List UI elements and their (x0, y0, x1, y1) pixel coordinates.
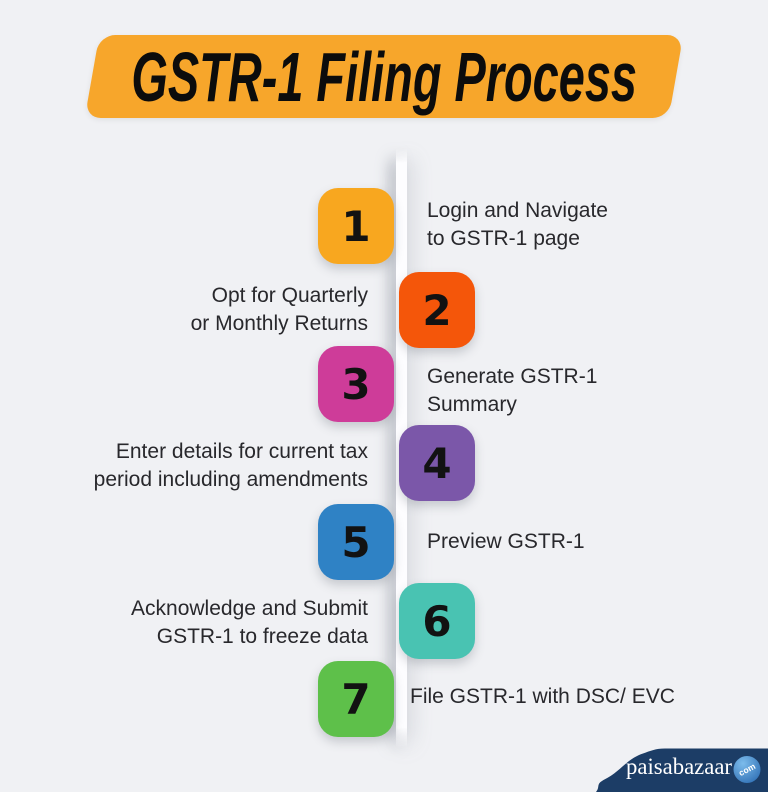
page-title: GSTR-1 Filing Process (131, 37, 637, 116)
step-6-label: Acknowledge and Submit GSTR-1 to freeze … (131, 597, 368, 648)
step-6-number-box: 6 (399, 583, 475, 659)
step-7-number-box: 7 (318, 661, 394, 737)
title-banner: GSTR-1 Filing Process (84, 35, 684, 118)
step-3-number-box: 3 (318, 346, 394, 422)
dot-com-badge (733, 756, 761, 783)
step-5-label: Preview GSTR-1 (427, 530, 585, 553)
step-1-number: 1 (341, 201, 371, 251)
step-5-number: 5 (341, 517, 371, 567)
step-3-label: Generate GSTR-1 Summary (427, 365, 598, 416)
step-5-number-box: 5 (318, 504, 394, 580)
step-3-number: 3 (341, 359, 371, 409)
step-4-label: Enter details for current tax period inc… (93, 440, 368, 491)
step-4-number-box: 4 (399, 425, 475, 501)
paisabazaar-logo: paisabazaar com (596, 748, 768, 792)
step-2-number: 2 (422, 285, 452, 335)
step-4-number: 4 (422, 438, 452, 488)
step-2-label: Opt for Quarterly or Monthly Returns (190, 284, 368, 335)
logo-wave-background (596, 748, 768, 792)
step-6-number: 6 (422, 596, 452, 646)
step-7-number: 7 (341, 674, 371, 724)
brand-wordmark: paisabazaar (626, 754, 732, 779)
step-1-label: Login and Navigate to GSTR-1 page (427, 199, 608, 250)
step-7-label: File GSTR-1 with DSC/ EVC (410, 685, 675, 708)
step-1-number-box: 1 (318, 188, 394, 264)
step-2-number-box: 2 (399, 272, 475, 348)
